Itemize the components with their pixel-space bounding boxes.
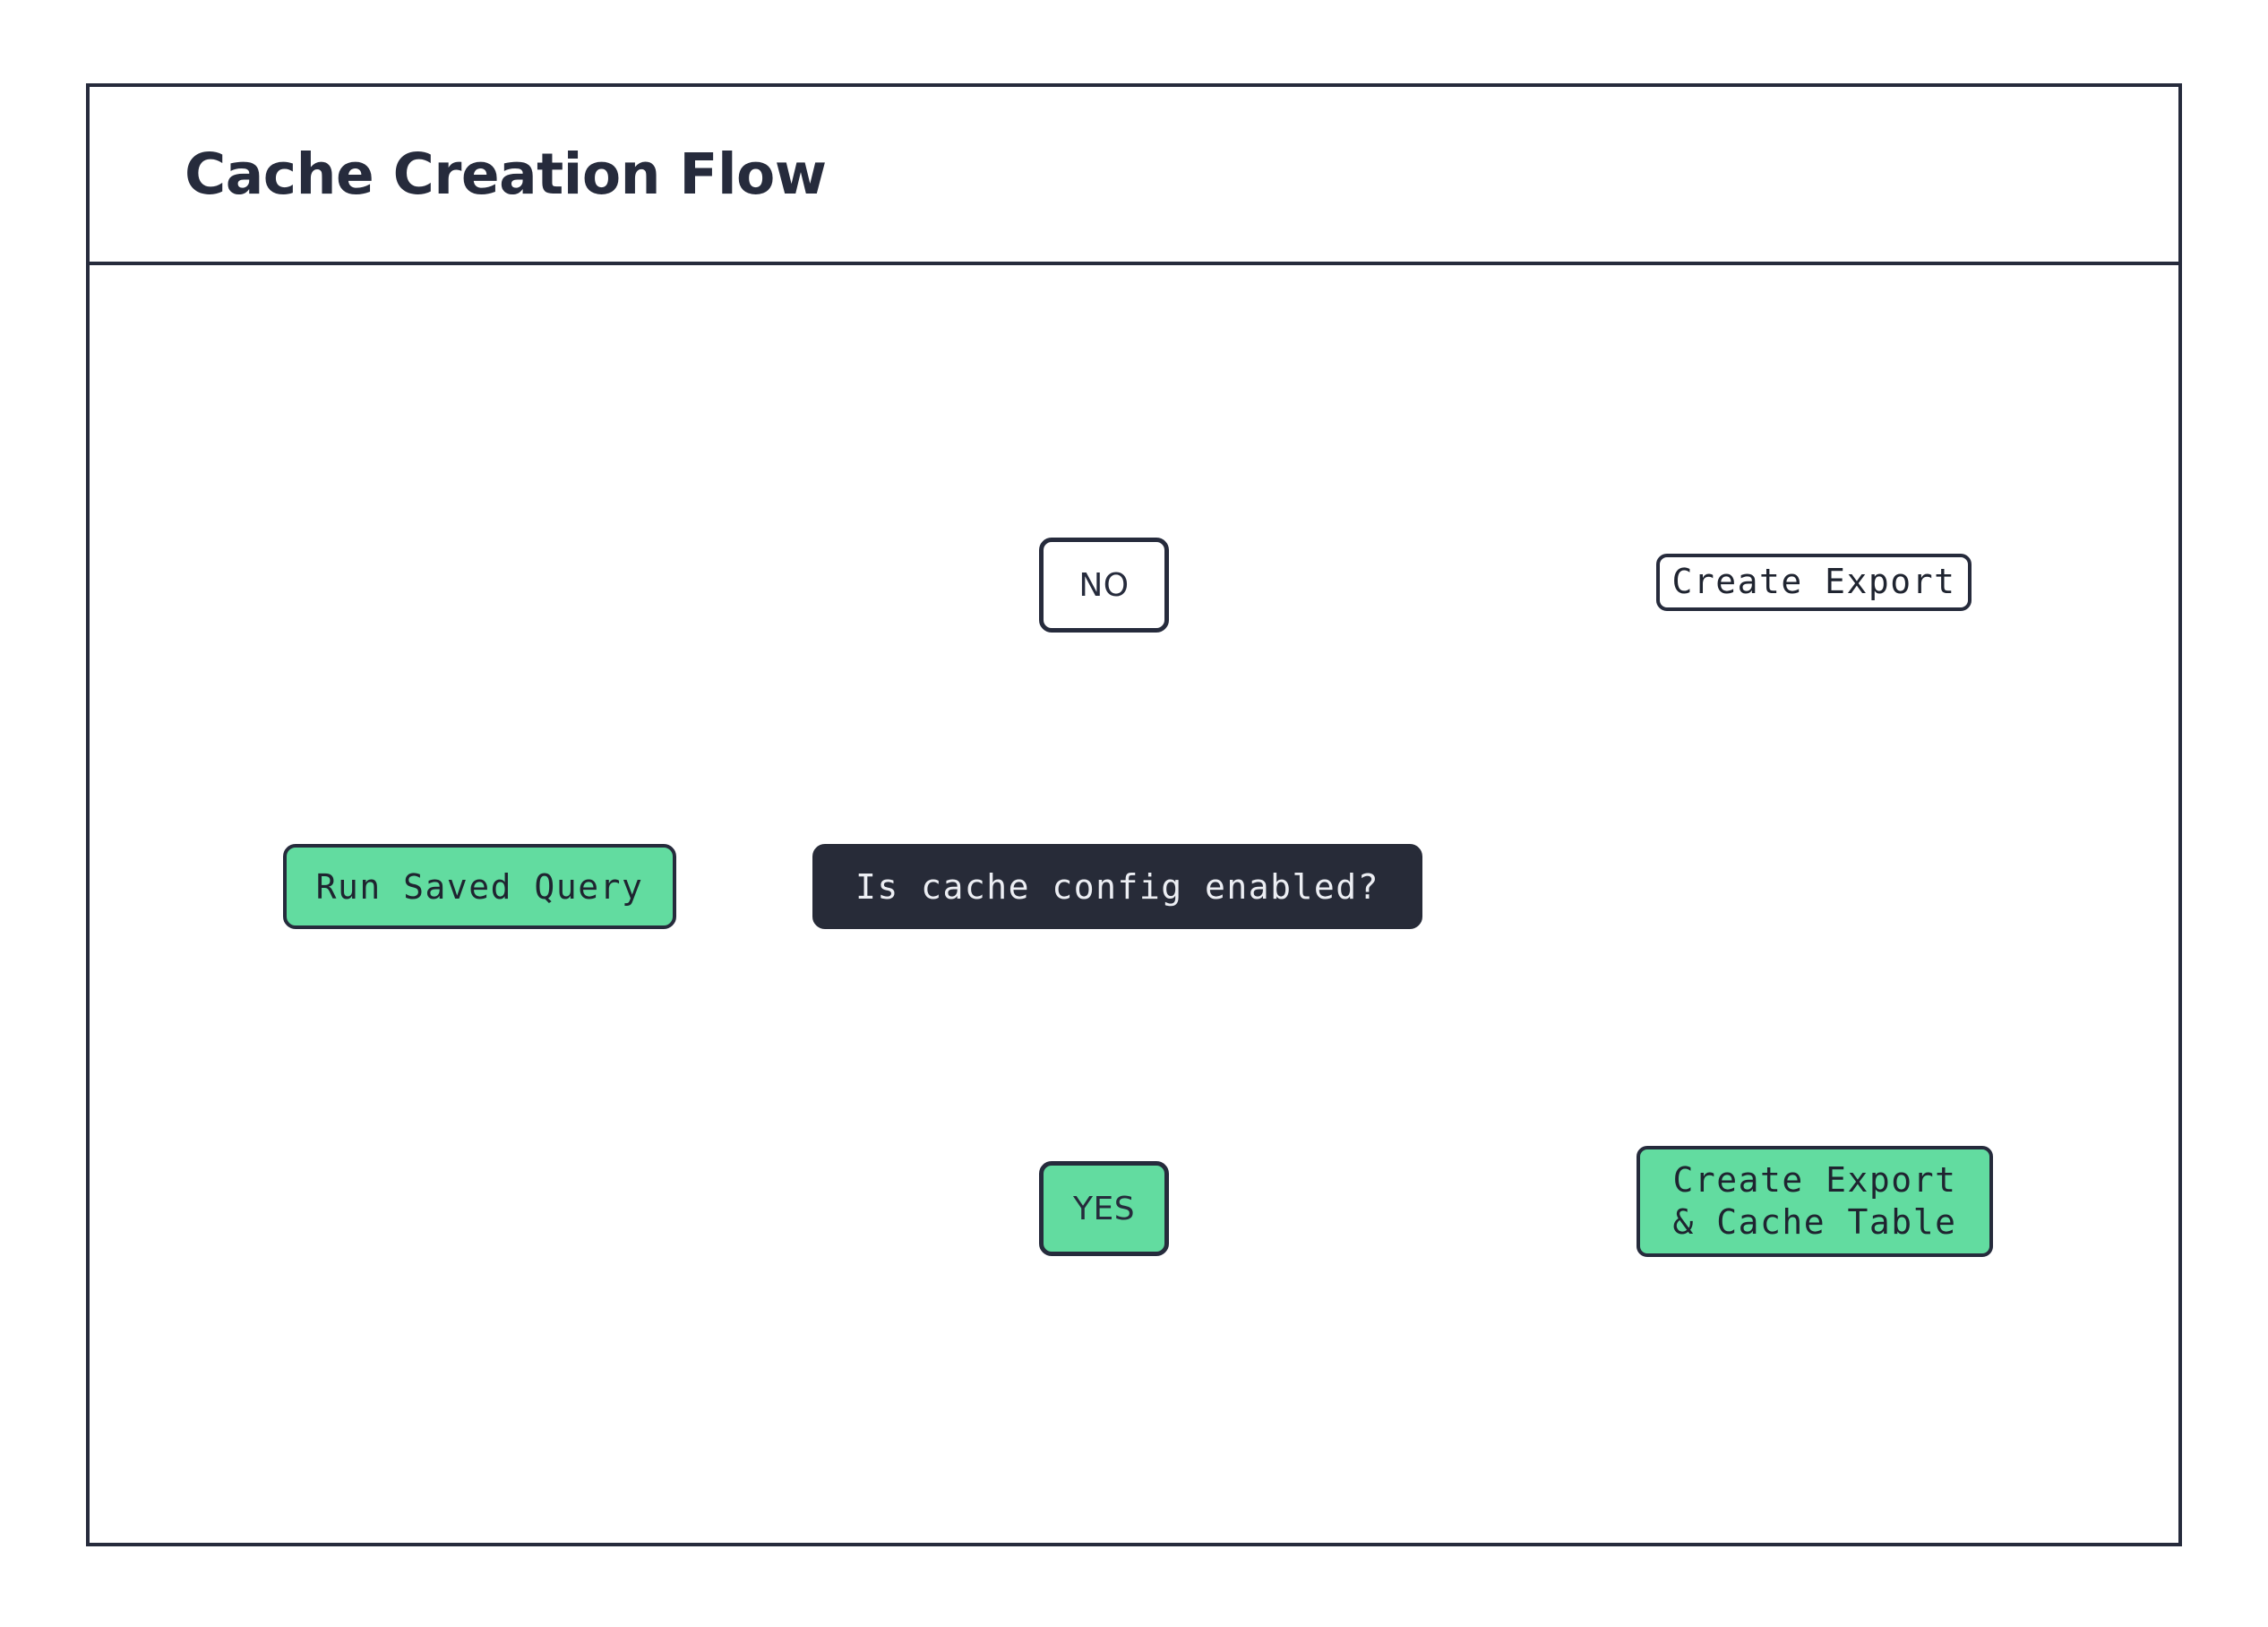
diagram-frame: Cache Creation Flow [86, 83, 2182, 1546]
node-is-cache-config-enabled[interactable]: Is cache config enabled? [812, 844, 1422, 929]
page-title: Cache Creation Flow [185, 142, 827, 207]
node-label-create-export-cache-table[interactable]: Create Export & Cache Table [1637, 1146, 1993, 1257]
edge-label-yes[interactable]: YES [1039, 1161, 1169, 1256]
edge-label-no[interactable]: NO [1039, 538, 1169, 633]
node-run-saved-query[interactable]: Run Saved Query [283, 844, 676, 929]
node-label-create-export[interactable]: Create Export [1656, 554, 1972, 611]
diagram-header: Cache Creation Flow [90, 87, 2178, 265]
